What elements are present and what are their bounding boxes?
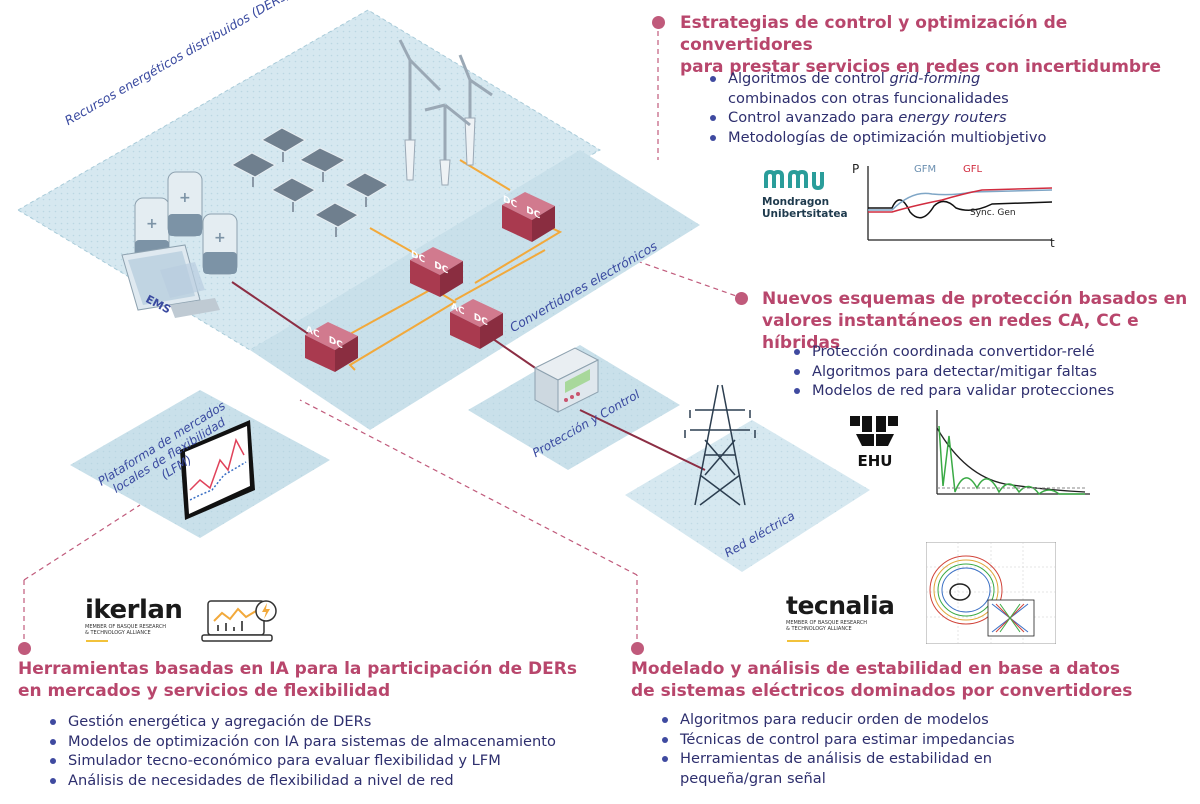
svg-text:+: + (146, 216, 158, 232)
protection-title: Nuevos esquemas de protección basados en… (762, 288, 1192, 354)
control-response-graph (867, 166, 1053, 241)
list-item: Simulador tecno-económico para evaluar f… (46, 751, 606, 771)
list-item: Modelos de red para validar protecciones (790, 381, 1170, 401)
title-line: en mercados y servicios de flexibilidad (18, 681, 391, 701)
list-item: Análisis de necesidades de flexibilidad … (46, 771, 606, 791)
stability-plot (926, 542, 1056, 644)
title-line: Estrategias de control y optimización de… (680, 13, 1068, 55)
title-line: Herramientas basadas en IA para la parti… (18, 659, 577, 679)
list-item: Algoritmos para detectar/mitigar faltas (790, 362, 1170, 382)
grid-platform (625, 420, 870, 572)
logo-text: ikerlan (85, 595, 183, 625)
list-item: Técnicas de control para estimar impedan… (658, 730, 1178, 750)
logo-sub: MEMBER OF BASQUE RESEARCH (85, 624, 167, 630)
converter-box (305, 322, 358, 372)
list-item: pequeña/gran señal (680, 769, 826, 787)
protection-relay (533, 347, 600, 413)
graph-gfm-label: GFM (914, 164, 937, 175)
list-item: Metodologías de optimización multiobjeti… (706, 128, 1166, 148)
ehu-logo: EHU (845, 414, 905, 470)
logo-sub: & TECHNOLOGY ALLIANCE (85, 630, 151, 636)
ikerlan-logo: ikerlan MEMBER OF BASQUE RESEARCH & TECH… (85, 596, 195, 636)
title-line: para prestar servicios en redes con ince… (680, 57, 1161, 77)
title-line: valores instantáneos en redes CA, CC e h… (762, 311, 1139, 353)
list-item: Control avanzado para energy routers (706, 108, 1166, 128)
logo-text: tecnalia (786, 591, 895, 620)
stability-bullets: Algoritmos para reducir orden de modelos… (658, 710, 1178, 788)
ehu-mark-icon (850, 416, 898, 446)
wind-turbines (398, 39, 493, 186)
graph-x-label: t (1050, 236, 1055, 250)
bullet-text: Metodologías de optimización multiobjeti… (728, 128, 1047, 146)
converter-box (410, 247, 463, 297)
tecnalia-logo: tecnalia MEMBER OF BASQUE RESEARCH & TEC… (786, 591, 916, 633)
bullet-text: combinados con otras funcionalidades (728, 89, 1009, 107)
logo-line: Mondragon (762, 196, 830, 208)
solar-panels (230, 127, 390, 237)
title-line: Nuevos esquemas de protección basados en (762, 289, 1188, 309)
control-title: Estrategias de control y optimización de… (680, 12, 1190, 78)
list-item: Gestión energética y agregación de DERs (46, 712, 606, 732)
list-item: combinados con otras funcionalidades (706, 89, 1166, 109)
logo-text: EHU (857, 452, 893, 470)
control-bullets: Algoritmos de control grid-forming combi… (706, 69, 1166, 147)
list-item: Algoritmos de control grid-forming (706, 69, 1166, 89)
bullet-text: Control avanzado para (728, 109, 899, 126)
svg-text:+: + (214, 230, 226, 246)
title-line: Modelado y análisis de estabilidad en ba… (631, 659, 1120, 679)
title-line: de sistemas eléctricos dominados por con… (631, 681, 1133, 701)
section-marker (18, 642, 31, 655)
list-item: Modelos de optimización con IA para sist… (46, 732, 606, 752)
graph-y-label: P (852, 162, 860, 176)
tecnalia-accent-bar (787, 640, 809, 642)
list-item: Protección coordinada convertidor-relé (790, 342, 1170, 362)
mondragon-mark-icon (764, 169, 824, 191)
laptop-analytics-icon (201, 600, 277, 642)
graph-sync-label: Sync. Gen (970, 208, 1016, 218)
connector-lines (23, 22, 743, 648)
list-item: Algoritmos para reducir orden de modelos (658, 710, 1178, 730)
bullet-emphasis: grid-forming (889, 70, 981, 87)
logo-sub: & TECHNOLOGY ALLIANCE (786, 626, 852, 632)
protection-graph (936, 410, 1090, 496)
logo-line: Unibertsitatea (762, 208, 848, 220)
section-marker (735, 292, 748, 305)
ai-title: Herramientas basadas en IA para la parti… (18, 658, 578, 702)
ems-laptop (121, 244, 220, 318)
bullet-emphasis: energy routers (898, 109, 1007, 126)
stability-title: Modelado y análisis de estabilidad en ba… (631, 658, 1191, 702)
protection-bullets: Protección coordinada convertidor-relé A… (790, 342, 1170, 401)
power-tower (684, 384, 756, 506)
lfm-tablet (180, 420, 255, 520)
section-marker (631, 642, 644, 655)
ikerlan-accent-bar (86, 640, 108, 642)
svg-text:+: + (179, 190, 191, 206)
list-item: Herramientas de análisis de estabilidad … (658, 749, 1178, 769)
logo-sub: MEMBER OF BASQUE RESEARCH (786, 620, 868, 626)
ai-bullets: Gestión energética y agregación de DERs … (46, 712, 606, 790)
protection-platform (468, 345, 680, 470)
section-marker (652, 16, 665, 29)
bullet-text: Algoritmos de control (728, 70, 890, 87)
converter-box (502, 192, 555, 242)
graph-gfl-label: GFL (963, 164, 983, 175)
converter-box (450, 299, 503, 349)
mondragon-logo: Mondragon Unibertsitatea (762, 168, 862, 220)
